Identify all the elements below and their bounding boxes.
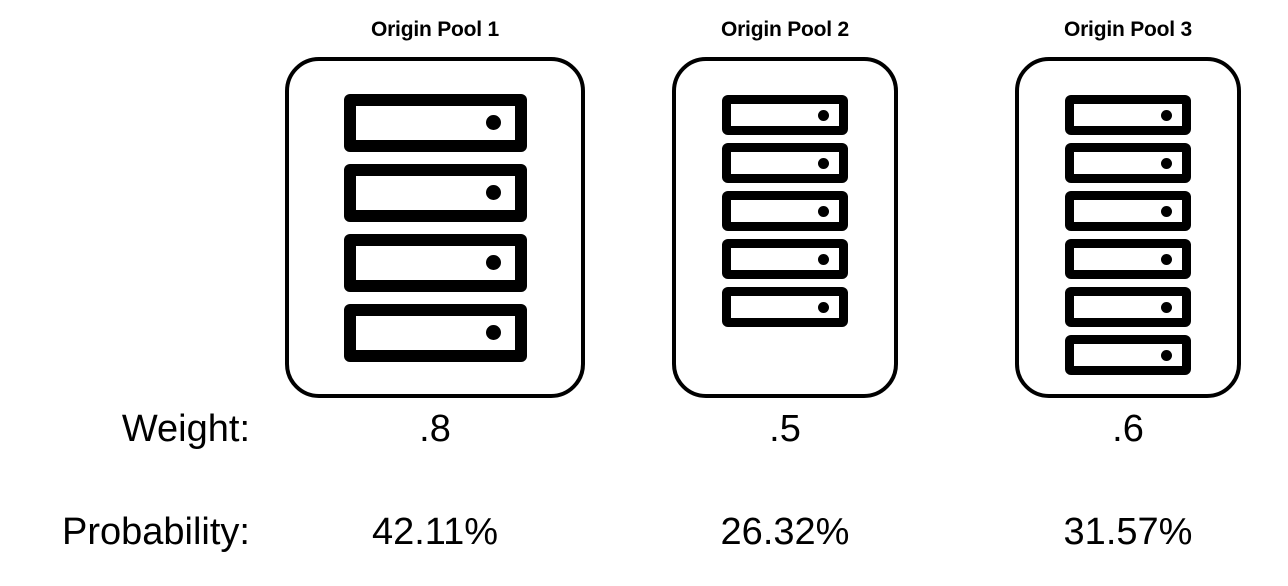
server-face: [355, 175, 515, 210]
status-led-icon: [485, 115, 501, 130]
origin-pool-1-weight-value: .8: [419, 408, 451, 450]
server-rack-unit-icon: [1065, 287, 1191, 327]
status-led-icon: [818, 301, 829, 313]
server-rack-unit-icon: [343, 93, 527, 152]
origin-pool-1-probability-value: 42.11%: [371, 511, 499, 553]
server-face: [731, 200, 839, 222]
server-face: [355, 105, 515, 140]
server-rack-unit-icon: [722, 191, 848, 231]
server-face: [355, 245, 515, 280]
server-rack-unit-icon: [343, 303, 527, 362]
server-rack-unit-icon: [1065, 95, 1191, 135]
server-face: [731, 104, 839, 126]
origin-pool-1-container: [285, 57, 585, 398]
server-rack-unit-icon: [1065, 143, 1191, 183]
probability-row-label: Probability:: [62, 511, 250, 553]
server-rack-unit-icon: [722, 287, 848, 327]
origin-pool-3-weight-value: .6: [1112, 408, 1144, 450]
status-led-icon: [818, 205, 829, 217]
origin-pool-3-probability-value: 31.57%: [1063, 511, 1193, 553]
server-rack-unit-icon: [1065, 239, 1191, 279]
server-face: [1074, 104, 1182, 126]
server-rack-unit-icon: [1065, 335, 1191, 375]
status-led-icon: [818, 157, 829, 169]
status-led-icon: [1161, 349, 1172, 361]
server-rack-unit-icon: [1065, 191, 1191, 231]
status-led-icon: [1161, 253, 1172, 265]
server-face: [1074, 296, 1182, 318]
origin-pool-2-weight-value: .5: [769, 408, 801, 450]
status-led-icon: [1161, 301, 1172, 313]
server-face: [731, 296, 839, 318]
origin-pool-2-server-rack: [676, 61, 894, 424]
origin-pool-2-title: Origin Pool 2: [720, 18, 850, 41]
status-led-icon: [818, 253, 829, 265]
server-face: [731, 248, 839, 270]
server-face: [731, 152, 839, 174]
server-rack-unit-icon: [722, 143, 848, 183]
origin-pool-2-probability-value: 26.32%: [720, 511, 850, 553]
origin-pool-3-container: [1015, 57, 1241, 398]
status-led-icon: [485, 325, 501, 340]
server-face: [1074, 344, 1182, 366]
server-face: [355, 315, 515, 350]
server-rack-unit-icon: [343, 163, 527, 222]
weight-row-label: Weight:: [121, 408, 250, 450]
status-led-icon: [818, 109, 829, 121]
origin-pool-3-title: Origin Pool 3: [1063, 18, 1193, 41]
status-led-icon: [1161, 157, 1172, 169]
origin-pool-1-server-rack: [289, 61, 581, 394]
origin-pool-2-container: [672, 57, 898, 398]
server-face: [1074, 248, 1182, 270]
origin-pool-1-title: Origin Pool 1: [370, 18, 500, 41]
server-rack-unit-icon: [343, 233, 527, 292]
status-led-icon: [1161, 205, 1172, 217]
status-led-icon: [485, 185, 501, 200]
server-rack-unit-icon: [722, 95, 848, 135]
origin-pool-3-server-rack: [1019, 61, 1237, 424]
status-led-icon: [485, 255, 501, 270]
server-face: [1074, 152, 1182, 174]
server-rack-unit-icon: [722, 239, 848, 279]
status-led-icon: [1161, 109, 1172, 121]
server-face: [1074, 200, 1182, 222]
